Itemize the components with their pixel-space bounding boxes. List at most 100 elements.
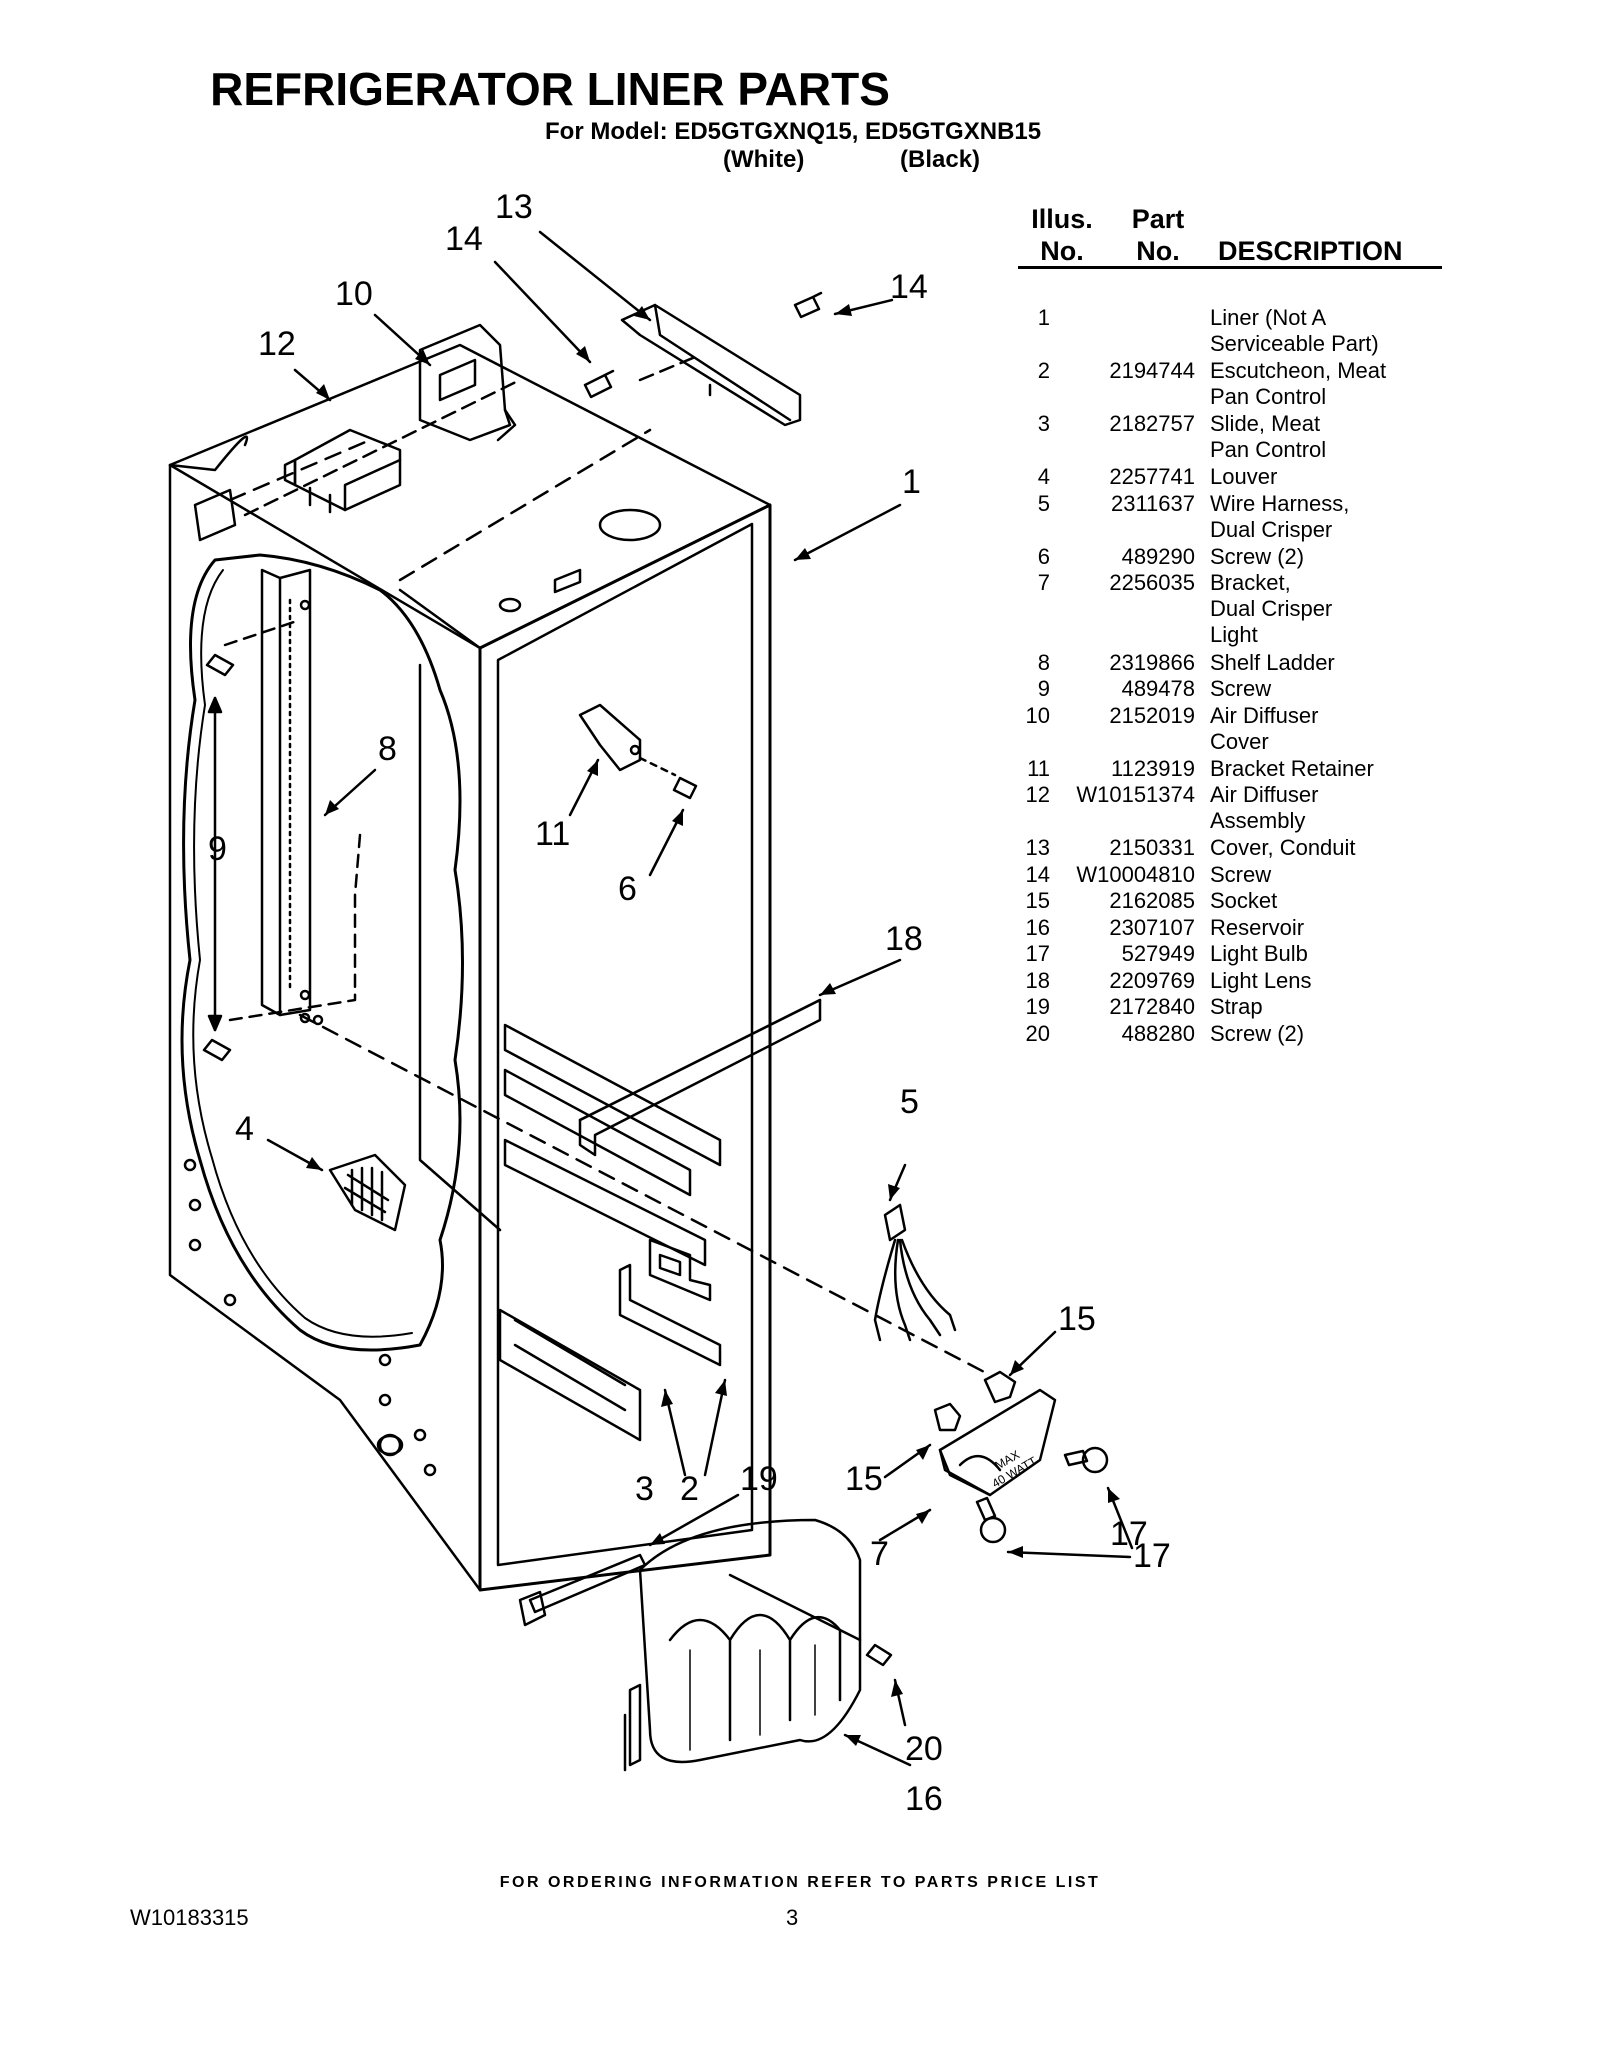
part-no: 2256035: [1109, 570, 1195, 595]
description: Louver: [1210, 464, 1278, 489]
description: Screw: [1210, 676, 1272, 701]
screw-14: [583, 291, 823, 399]
description: Light Lens: [1210, 967, 1312, 993]
callout: 1: [902, 463, 921, 501]
description: Slide, Meat Pan Control: [1210, 411, 1327, 462]
illus-no: 16: [1025, 914, 1050, 940]
screw-9: [202, 653, 235, 1062]
description: Escutcheon, Meat Pan Control: [1210, 358, 1387, 409]
header-description: DESCRIPTION: [1218, 236, 1403, 266]
callout: 9: [208, 830, 227, 868]
callout: 4: [235, 1110, 254, 1148]
illus-no: 7: [1037, 570, 1050, 595]
illus-no: 17: [1025, 941, 1050, 966]
illus-no: 19: [1025, 994, 1050, 1019]
screw-20: [728, 1573, 893, 1667]
illus-no: 3: [1037, 411, 1050, 436]
callout: 20: [905, 1730, 943, 1768]
part-no: 2311637: [1110, 490, 1195, 516]
callout: 2: [680, 1470, 699, 1508]
callout: 14: [445, 220, 483, 258]
illus-no: 14: [1025, 861, 1050, 887]
illus-no: 18: [1025, 967, 1050, 993]
cover-conduit: [620, 303, 802, 427]
wire-harness: [873, 1203, 957, 1342]
callout: 15: [845, 1460, 883, 1498]
part-no: W10004810: [1076, 861, 1195, 887]
callout: 17: [1110, 1515, 1148, 1553]
callout-labels: 13 14 10 12 14 1 8 9 11 6 18 4 5 15 3 2 …: [208, 188, 1171, 1818]
illus-no: 6: [1037, 543, 1050, 569]
callout: 16: [905, 1780, 943, 1818]
table-rule: [1018, 266, 1442, 269]
description: Strap: [1210, 994, 1263, 1019]
illus-no: 11: [1027, 755, 1050, 781]
illus-no: 10: [1025, 702, 1050, 728]
variant-white: (White): [723, 146, 805, 173]
callout: 14: [890, 268, 928, 306]
description: Screw: [1210, 861, 1272, 887]
callout: 15: [1058, 1300, 1096, 1338]
callout: 5: [900, 1083, 919, 1121]
callout: 17: [1133, 1537, 1171, 1575]
description: Cover, Conduit: [1210, 835, 1356, 860]
description: Wire Harness, Dual Crisper: [1210, 490, 1350, 542]
header-illus-no: Illus. No.: [1031, 204, 1093, 266]
shelf-ladder: [260, 568, 312, 1017]
illus-no: 12: [1025, 782, 1050, 807]
air-diffuser-cover: [418, 323, 517, 442]
document-number: W10183315: [130, 1905, 249, 1930]
ordering-note: FOR ORDERING INFORMATION REFER TO PARTS …: [499, 1874, 1101, 1891]
illus-no: 5: [1037, 490, 1050, 516]
part-no: 2194744: [1109, 358, 1195, 383]
light-bulb: [975, 1446, 1109, 1544]
part-no: 488280: [1121, 1020, 1195, 1046]
description: Air Diffuser Assembly: [1210, 782, 1319, 833]
callout: 10: [335, 275, 373, 313]
callout: 19: [740, 1460, 778, 1498]
description: Socket: [1210, 888, 1278, 913]
part-no: 489290: [1121, 543, 1195, 569]
description: Shelf Ladder: [1210, 649, 1335, 675]
callout: 13: [495, 188, 533, 226]
shelf-rails: [503, 1023, 722, 1267]
description: Reservoir: [1210, 914, 1305, 940]
illus-no: 4: [1037, 464, 1050, 489]
description: Air Diffuser Cover: [1210, 702, 1319, 754]
illus-no: 9: [1037, 676, 1050, 701]
illus-no: 2: [1037, 358, 1050, 383]
escutcheon-slide: [618, 1238, 722, 1367]
part-no: 2152019: [1109, 702, 1195, 728]
part-no: 2209769: [1109, 967, 1195, 993]
air-diffuser-assembly: [283, 428, 402, 514]
bracket-7: MAX 40 WATT: [938, 1388, 1057, 1497]
part-no: 2307107: [1109, 914, 1195, 940]
description: Bracket, Dual Crisper Light: [1210, 570, 1333, 647]
callout: 6: [618, 870, 637, 908]
model-subtitle: For Model: ED5GTGXNQ15, ED5GTGXNB15: [545, 118, 1042, 145]
liner: [168, 343, 772, 1592]
illus-no: 1: [1037, 305, 1050, 330]
description: Light Bulb: [1210, 941, 1308, 966]
description: Screw (2): [1210, 1020, 1305, 1046]
description: Screw (2): [1210, 543, 1305, 569]
louver: [328, 1153, 407, 1232]
variant-black: (Black): [900, 146, 981, 173]
callout: 8: [378, 730, 397, 768]
callout: 7: [870, 1535, 889, 1573]
strap: [518, 1553, 647, 1627]
bracket-retainer: [578, 703, 642, 772]
page-title: REFRIGERATOR LINER PARTS: [210, 63, 890, 115]
callout: 12: [258, 325, 296, 363]
callout: 3: [635, 1470, 654, 1508]
socket: [933, 1370, 1017, 1432]
part-no: 2182757: [1109, 411, 1195, 436]
illus-no: 20: [1025, 1020, 1050, 1046]
page-number: 3: [786, 1905, 799, 1930]
reservoir: [623, 1518, 862, 1772]
description: Bracket Retainer: [1210, 755, 1374, 781]
part-no: W10151374: [1076, 782, 1195, 807]
callout: 11: [535, 815, 570, 853]
part-no: 2172840: [1109, 994, 1195, 1019]
